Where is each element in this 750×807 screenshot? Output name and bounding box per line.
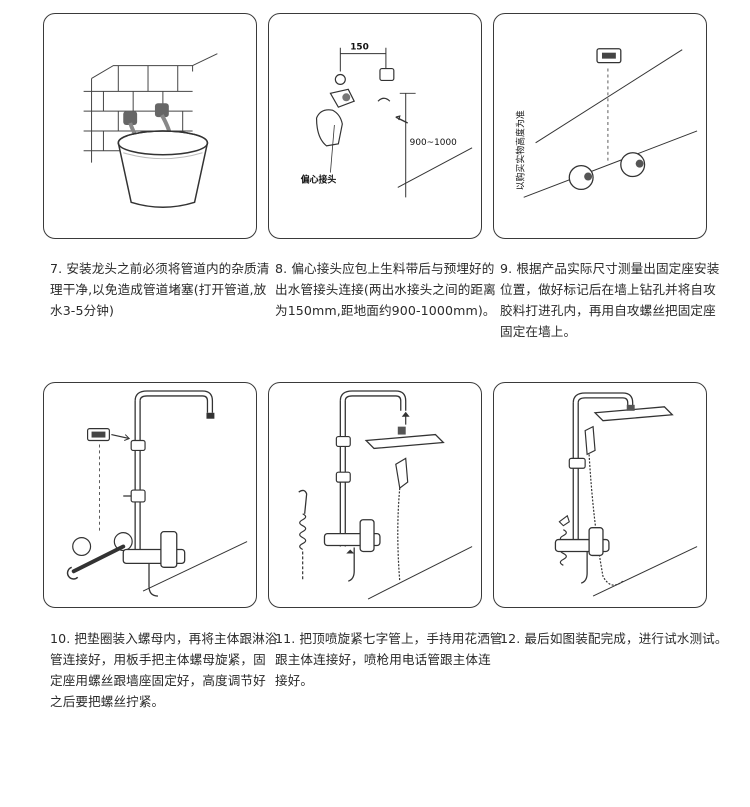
- step-11-caption: 11. 把顶喷旋紧七字管上，手持用花洒管跟主体连接好，喷枪用电话管跟主体连接好。: [275, 631, 503, 688]
- completed-shower-set-drawing: [554, 392, 698, 597]
- step-9-illustration: 以购买实物高度为准: [493, 13, 707, 239]
- height-note-label: 以购买实物高度为准: [515, 110, 527, 190]
- eccentric-fitting-label: 偏心接头: [301, 173, 337, 185]
- step-7-caption: 7. 安装龙头之前必须将管道内的杂质清理干净,以免造成管道堵塞(打开管道,放水3…: [50, 261, 270, 318]
- step-10-illustration: [43, 382, 257, 608]
- step-8-caption: 8. 偏心接头应包上生料带后与预埋好的出水管接头连接(两出水接头之间的距离为15…: [275, 261, 496, 318]
- step-10-caption: 10. 把垫圈装入螺母内，再将主体跟淋浴管连接好，用板手把主体螺母旋紧，固定座用…: [50, 631, 278, 709]
- wall-mount-marking-drawing: 以购买实物高度为准: [515, 48, 698, 198]
- height-range-label: 900~1000: [410, 138, 457, 148]
- eccentric-fitting-drawing: 150 900~1000 偏心接头: [301, 43, 473, 198]
- step-12-illustration: [493, 382, 707, 608]
- step-9-caption: 9. 根据产品实际尺寸测量出固定座安装位置，做好标记后在墙上钻孔并将自攻胶料打进…: [500, 261, 720, 339]
- shower-head-hose-drawing: [298, 390, 473, 600]
- wall-pipes-bucket-drawing: [83, 53, 218, 208]
- step-12-caption: 12. 最后如图装配完成，进行试水测试。: [500, 631, 728, 646]
- dimension-150-label: 150: [350, 43, 369, 53]
- mixer-body-assembly-drawing: [66, 390, 248, 597]
- step-8-illustration: 150 900~1000 偏心接头: [268, 13, 482, 239]
- step-7-illustration: [43, 13, 257, 239]
- step-11-illustration: [268, 382, 482, 608]
